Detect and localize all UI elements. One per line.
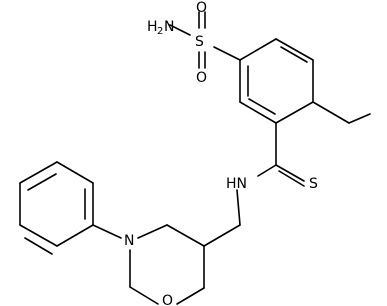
- bond: [19, 224, 58, 247]
- bond: [348, 113, 371, 124]
- bond: [176, 287, 205, 305]
- bond: [169, 24, 191, 36]
- morpholine-o-label: O: [162, 293, 173, 306]
- bond: [56, 224, 94, 247]
- amide-nh2-n: N: [164, 19, 174, 35]
- bond: [137, 224, 168, 239]
- atom-label-layer: H 2 N S O O HN S N O: [124, 0, 318, 306]
- sulfur-label: S: [195, 34, 204, 50]
- bond-double-inner: [24, 237, 53, 255]
- bond: [236, 189, 241, 226]
- sulfonyl-oxygen-top-label: O: [196, 0, 207, 16]
- bond-layer: [19, 11, 371, 305]
- bond-c-s-double: [278, 170, 305, 187]
- bond: [275, 164, 305, 182]
- sulfonyl-oxygen-bottom-label: O: [196, 70, 207, 86]
- bond: [129, 286, 159, 305]
- bond-double-inner: [280, 46, 308, 63]
- amide-nh2-subscript: 2: [157, 26, 163, 37]
- bond-double-inner: [27, 173, 57, 191]
- bond: [312, 101, 350, 124]
- bond: [203, 224, 241, 247]
- bond: [257, 164, 277, 177]
- bond: [19, 161, 58, 184]
- bond: [239, 101, 277, 124]
- bond: [56, 161, 94, 184]
- bond: [166, 224, 205, 247]
- thioamide-s-label: S: [309, 176, 318, 192]
- morpholine-n-label: N: [124, 233, 134, 249]
- bond: [92, 224, 122, 239]
- bond: [275, 38, 314, 61]
- bond: [239, 38, 277, 61]
- bond-double-inner: [248, 98, 276, 115]
- bond: [213, 46, 241, 61]
- bond: [275, 101, 314, 124]
- amide-nh2-h: H: [147, 19, 158, 35]
- thioamide-nh-label: HN: [226, 176, 247, 192]
